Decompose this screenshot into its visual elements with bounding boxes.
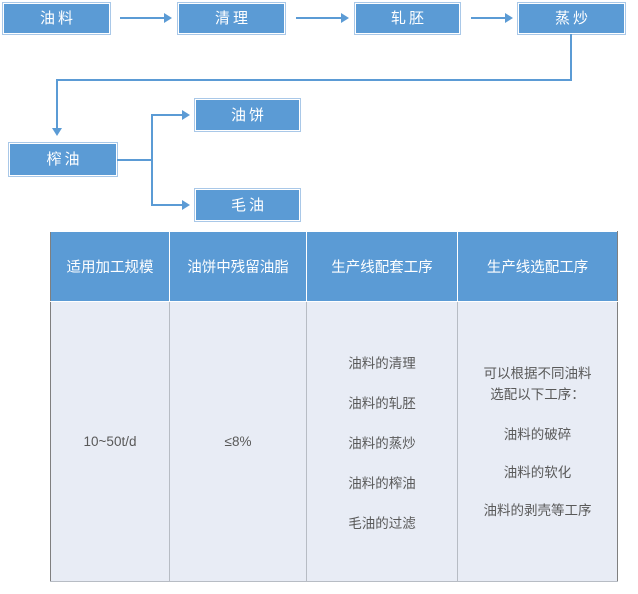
branch-line-to-crude-oil xyxy=(151,204,183,206)
elbow-segment-steaming-down xyxy=(570,34,572,80)
optional-steps-intro-line1: 可以根据不同油料 xyxy=(483,365,592,381)
arrow-line-material-to-cleaning xyxy=(120,17,165,19)
flow-node-cleaning[interactable]: 清理 xyxy=(177,2,286,35)
flow-node-oil-material[interactable]: 油料 xyxy=(2,2,111,35)
arrow-head-to-crude-oil xyxy=(182,200,190,210)
standard-step-item: 油料的榨油 xyxy=(348,475,416,491)
branch-line-to-oil-cake xyxy=(151,114,183,116)
cell-residual-oil: ≤8% xyxy=(169,301,307,582)
cell-optional-steps: 可以根据不同油料 选配以下工序： 油料的破碎 油料的软化 油料的剥壳等工序 xyxy=(457,301,618,582)
arrow-line-rolling-to-steaming xyxy=(471,17,509,19)
split-line-vertical xyxy=(151,114,153,206)
standard-step-item: 油料的轧胚 xyxy=(348,395,416,411)
table-header-optional-steps: 生产线选配工序 xyxy=(457,231,618,302)
standard-step-item: 毛油的过滤 xyxy=(348,515,416,531)
standard-step-item: 油料的清理 xyxy=(348,355,416,371)
table-header-residual-oil: 油饼中残留油脂 xyxy=(169,231,307,302)
elbow-segment-down-to-pressing xyxy=(56,79,58,131)
flow-node-pressing[interactable]: 榨油 xyxy=(8,142,118,177)
split-line-from-pressing xyxy=(117,159,153,161)
flow-node-crude-oil[interactable]: 毛油 xyxy=(194,188,301,222)
optional-steps-intro-line2: 选配以下工序： xyxy=(490,386,585,402)
arrow-head-to-oil-cake xyxy=(182,110,190,120)
optional-step-item: 油料的剥壳等工序 xyxy=(483,503,592,519)
flow-node-oil-cake[interactable]: 油饼 xyxy=(194,98,301,132)
table-header-standard-steps: 生产线配套工序 xyxy=(306,231,458,302)
cell-scale: 10~50t/d xyxy=(50,301,170,582)
flow-node-steaming-frying[interactable]: 蒸炒 xyxy=(517,2,626,35)
flow-node-rolling[interactable]: 轧胚 xyxy=(354,2,461,35)
optional-step-item: 油料的破碎 xyxy=(503,427,572,443)
arrow-line-cleaning-to-rolling xyxy=(296,17,342,19)
process-spec-table: 适用加工规模 油饼中残留油脂 生产线配套工序 生产线选配工序 10~50t/d … xyxy=(50,231,618,582)
arrow-head-down-to-pressing xyxy=(52,128,62,136)
table-header-row: 适用加工规模 油饼中残留油脂 生产线配套工序 生产线选配工序 xyxy=(50,231,618,302)
arrow-head-material-to-cleaning xyxy=(164,13,172,23)
table-row: 10~50t/d ≤8% 油料的清理 油料的轧胚 油料的蒸炒 油料的榨油 毛油的… xyxy=(50,301,618,582)
optional-steps-intro: 可以根据不同油料 选配以下工序： xyxy=(484,364,592,406)
elbow-segment-steaming-left xyxy=(56,79,572,81)
cell-standard-steps: 油料的清理 油料的轧胚 油料的蒸炒 油料的榨油 毛油的过滤 xyxy=(306,301,458,582)
arrow-head-rolling-to-steaming xyxy=(505,13,513,23)
arrow-head-cleaning-to-rolling xyxy=(341,13,349,23)
optional-step-item: 油料的软化 xyxy=(503,465,572,481)
table-header-scale: 适用加工规模 xyxy=(50,231,170,302)
standard-step-item: 油料的蒸炒 xyxy=(348,435,416,451)
